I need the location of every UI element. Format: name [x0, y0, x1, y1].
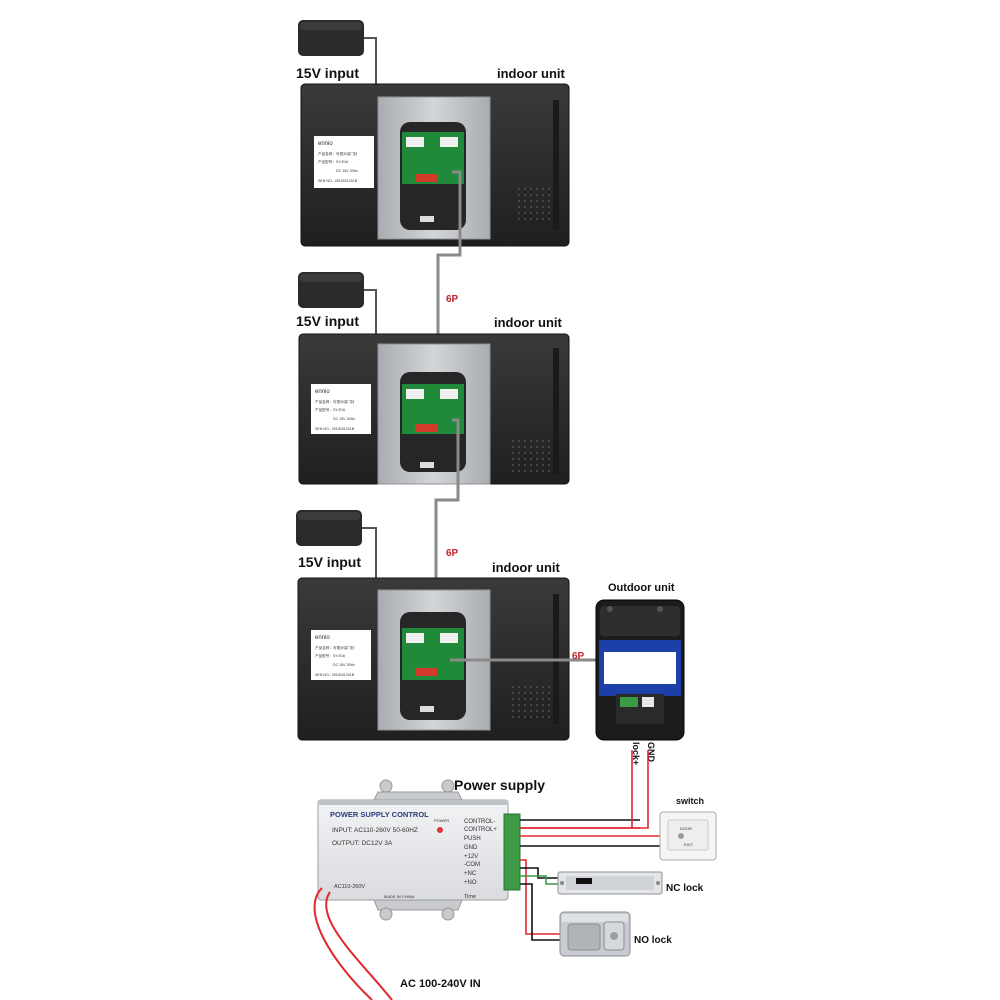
exit-switch — [659, 811, 717, 861]
device-label-2: ennio 产品名称：可视对讲门铃 产品型号：SY-E16 DC 15V 30H… — [311, 384, 371, 434]
psu-terminal-label: +12V — [464, 854, 478, 860]
svg-text:ennio: ennio — [315, 389, 330, 395]
indoor-unit-label-2: indoor unit — [494, 315, 563, 330]
6p-cable-2 — [434, 418, 460, 640]
ac-input-label: AC 100-240V IN — [400, 978, 481, 990]
power-input-label-3: 15V input — [298, 554, 361, 570]
power-supply-box — [317, 779, 521, 921]
svg-text:DC 15V 30Hz: DC 15V 30Hz — [333, 417, 355, 421]
svg-text:SEN NO.: 2019031201B: SEN NO.: 2019031201B — [315, 673, 355, 677]
outdoor-unit-label: Outdoor unit — [608, 582, 675, 594]
6p-cable-1 — [436, 170, 462, 400]
device-label-3: ennio 产品名称：可视对讲门铃 产品型号：SY-E16 DC 15V 30H… — [311, 630, 371, 680]
psu-terminal-label: PUSH — [464, 836, 481, 842]
svg-text:DC 15V 30Hz: DC 15V 30Hz — [333, 663, 355, 667]
no-lock-label: NO lock — [634, 935, 672, 946]
indoor-unit-2: ennio 产品名称：可视对讲门铃 产品型号：SY-E16 DC 15V 30H… — [298, 333, 570, 485]
psu-ac-label: AC110-260V — [334, 884, 365, 890]
switch-label: switch — [676, 796, 704, 806]
device-label-1: ennio 产品名称：可视对讲门铃 产品型号：SY-E16 DC 15V 30H… — [314, 136, 374, 188]
power-input-label-2: 15V input — [296, 313, 359, 329]
power-input-label-1: 15V input — [296, 65, 359, 81]
svg-text:产品型号：SY-E16: 产品型号：SY-E16 — [315, 653, 345, 658]
nc-lock-label: NC lock — [666, 883, 704, 894]
psu-terminal-label: CONTROL+ — [464, 827, 497, 833]
svg-text:SEN NO.: 2019031201B: SEN NO.: 2019031201B — [315, 427, 355, 431]
svg-text:产品型号：SY-E16: 产品型号：SY-E16 — [315, 407, 345, 412]
svg-text:产品型号：SY-E16: 产品型号：SY-E16 — [318, 159, 348, 164]
power-supply-label: Power supply — [454, 777, 545, 793]
no-lock — [559, 911, 631, 957]
psu-terminal-labels: CONTROL- CONTROL+ PUSH GND +12V -COM +NC +NO — [464, 819, 497, 886]
indoor-unit-label-3: indoor unit — [492, 560, 561, 575]
svg-text:产品名称：可视对讲门铃: 产品名称：可视对讲门铃 — [318, 151, 358, 156]
ac-input-wires — [313, 887, 393, 1000]
6p-label-1: 6P — [446, 294, 459, 305]
psu-time-label: Time — [464, 894, 476, 900]
psu-terminal-label: +NC — [464, 871, 477, 877]
indoor-unit-1: ennio 产品名称：可视对讲门铃 产品型号：SY-E16 DC 15V 30H… — [300, 83, 570, 247]
6p-label-2: 6P — [446, 548, 459, 559]
exit-switch-exit: EXIT — [684, 842, 693, 847]
psu-terminal-label: +NO — [464, 880, 477, 886]
svg-text:ennio: ennio — [318, 141, 333, 147]
svg-text:SEN NO.: 2019031201B: SEN NO.: 2019031201B — [318, 179, 358, 183]
psu-output: OUTPUT: DC12V 3A — [332, 840, 393, 847]
psu-title: POWER SUPPLY CONTROL — [330, 810, 429, 819]
psu-terminal-label: GND — [464, 845, 478, 851]
control-wires — [520, 750, 660, 941]
psu-terminal-label: CONTROL- — [464, 819, 495, 825]
lock-plus-label: lock+ — [631, 742, 641, 765]
svg-text:产品名称：可视对讲门铃: 产品名称：可视对讲门铃 — [315, 399, 355, 404]
svg-text:产品名称：可视对讲门铃: 产品名称：可视对讲门铃 — [315, 645, 355, 650]
6p-label-3: 6P — [572, 651, 585, 662]
gnd-label: GND — [646, 742, 656, 763]
psu-power-led-label: POWER — [434, 818, 449, 823]
svg-text:ennio: ennio — [315, 635, 330, 641]
svg-text:DC 15V 30Hz: DC 15V 30Hz — [336, 169, 358, 173]
outdoor-unit — [595, 599, 685, 741]
exit-switch-door: DOOR — [680, 826, 692, 831]
nc-lock — [557, 871, 663, 895]
indoor-unit-label-1: indoor unit — [497, 66, 566, 81]
psu-made-in: MADE IN CHINA — [384, 894, 415, 899]
psu-input: INPUT: AC110-260V 50-60HZ — [332, 827, 418, 834]
psu-terminal-label: -COM — [464, 862, 480, 868]
